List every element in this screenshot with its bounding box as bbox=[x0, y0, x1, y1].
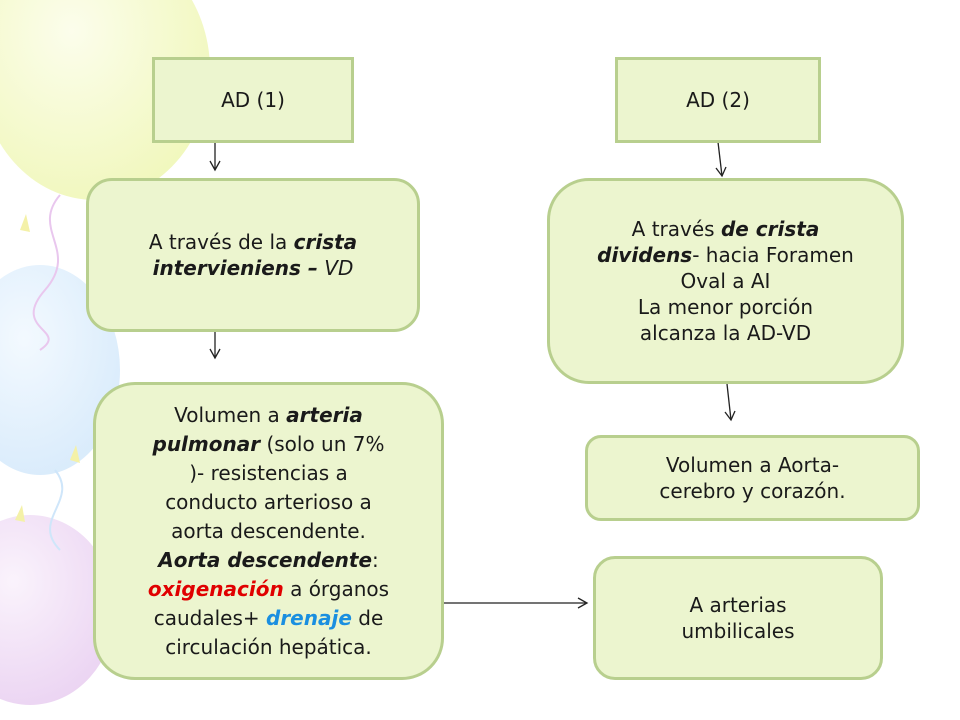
crista-interv-em3: VD bbox=[324, 256, 354, 280]
vp-line8: circulación hepática. bbox=[165, 634, 372, 659]
vp-line3: )- resistencias a bbox=[189, 460, 348, 485]
crista-intervieniens-box: A través de la crista intervieniens – VD bbox=[86, 178, 420, 332]
ad2-box: AD (2) bbox=[615, 57, 821, 143]
vp-suffix2: a órganos bbox=[283, 576, 390, 601]
crista-div-line5: alcanza la AD-VD bbox=[639, 321, 812, 345]
balloon-string bbox=[49, 469, 64, 551]
crista-interv-prefix: A través de la bbox=[148, 230, 294, 254]
vp-em2: pulmonar bbox=[152, 431, 261, 456]
crista-div-suffix1: - hacia Foramen bbox=[692, 243, 854, 267]
umb-line1: A arterias bbox=[689, 593, 787, 617]
vp-red-oxigenacion: oxigenación bbox=[147, 576, 284, 601]
balloon-purple bbox=[0, 515, 115, 705]
volumen-pulmonar-box: Volumen a arteria pulmonar (solo un 7% )… bbox=[93, 382, 444, 680]
vp-prefix: Volumen a bbox=[174, 402, 287, 427]
volumen-aorta-box: Volumen a Aorta- cerebro y corazón. bbox=[585, 435, 920, 521]
crista-div-prefix: A través bbox=[631, 217, 721, 241]
arterias-umbilicales-box: A arterias umbilicales bbox=[593, 556, 883, 680]
va-line2: cerebro y corazón. bbox=[659, 479, 846, 503]
crista-div-em2: dividens bbox=[597, 243, 693, 267]
vp-suffix3: de bbox=[351, 605, 384, 630]
vp-line4: conducto arterioso a bbox=[165, 489, 372, 514]
vp-suffix1: (solo un 7% bbox=[260, 431, 385, 456]
crista-div-line4: La menor porción bbox=[637, 295, 814, 319]
ad1-label: AD (1) bbox=[221, 88, 285, 112]
vp-line5: aorta descendente. bbox=[171, 518, 366, 543]
vp-colon: : bbox=[372, 547, 379, 572]
crista-dividens-box: A través de crista dividens- hacia Foram… bbox=[547, 178, 904, 384]
vp-em3: Aorta descendente bbox=[158, 547, 373, 572]
va-line1: Volumen a Aorta- bbox=[665, 453, 840, 477]
ad1-box: AD (1) bbox=[152, 57, 354, 143]
crista-div-line3: Oval a AI bbox=[680, 269, 771, 293]
vp-line7a: caudales+ bbox=[153, 605, 266, 630]
umb-line2: umbilicales bbox=[681, 619, 795, 643]
crista-interv-em2: intervieniens – bbox=[152, 256, 318, 280]
vp-em1: arteria bbox=[286, 402, 363, 427]
crista-div-em1: de crista bbox=[720, 217, 820, 241]
vp-blue-drenaje: drenaje bbox=[266, 605, 352, 630]
crista-interv-em1: crista bbox=[293, 230, 358, 254]
balloon-yellow bbox=[0, 0, 210, 200]
balloon-string bbox=[32, 194, 61, 351]
ad2-label: AD (2) bbox=[686, 88, 750, 112]
